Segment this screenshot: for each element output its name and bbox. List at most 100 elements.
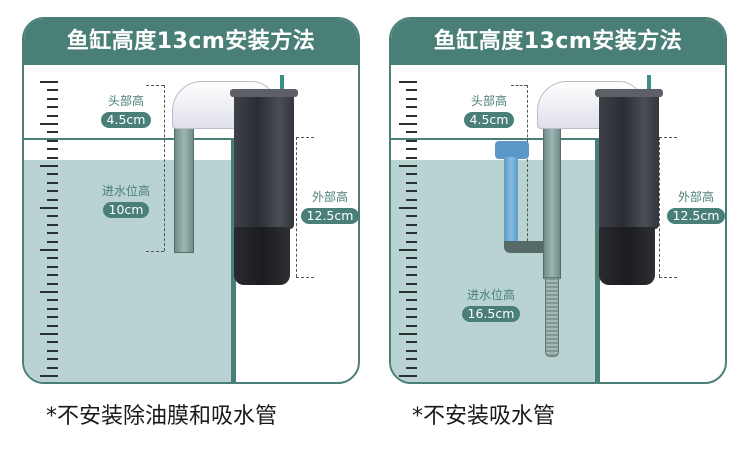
ruler-scale — [36, 81, 58, 381]
ruler-tick — [406, 307, 417, 310]
tank-water-line — [391, 138, 599, 140]
ruler-tick — [406, 114, 417, 117]
intake-pipe-icon — [174, 119, 194, 253]
tank-wall — [231, 138, 236, 382]
ruler-tick — [47, 148, 58, 151]
surface-skimmer-head-icon — [495, 141, 529, 159]
ruler-tick — [47, 316, 58, 319]
outlet-nozzle-icon — [280, 75, 284, 89]
ruler-tick — [406, 156, 417, 159]
ruler-tick — [40, 333, 58, 335]
outer-height-title: 外部高 — [677, 190, 714, 204]
ruler-tick — [406, 349, 417, 352]
ruler-tick — [406, 274, 417, 277]
ruler-scale — [395, 81, 417, 381]
ruler-tick — [406, 131, 417, 134]
outlet-nozzle-icon — [647, 75, 651, 89]
ruler-tick — [47, 282, 58, 285]
ruler-tick — [40, 207, 58, 209]
ruler-tick — [406, 97, 417, 100]
ruler-tick — [47, 307, 58, 310]
dimension-line — [296, 277, 314, 278]
ruler-tick — [47, 265, 58, 268]
head-height-value: 4.5cm — [100, 112, 152, 128]
ruler-tick — [47, 232, 58, 235]
dimension-line — [527, 85, 528, 251]
ruler-tick — [47, 198, 58, 201]
ruler-tick — [406, 366, 417, 369]
ruler-tick — [47, 131, 58, 134]
intake-height-label: 进水位高 16.5cm — [453, 287, 529, 322]
ruler-tick — [399, 249, 417, 251]
ruler-tick — [47, 215, 58, 218]
ruler-tick — [406, 240, 417, 243]
installation-panel-right: 鱼缸高度13cm安装方法 头部高 4.5cm 进水位高 16.5cm 外部高 1… — [389, 17, 727, 384]
intake-height-value: 10cm — [102, 202, 150, 218]
ruler-tick — [406, 282, 417, 285]
ruler-tick — [406, 198, 417, 201]
tank-water-line — [24, 138, 234, 140]
ruler-tick — [399, 207, 417, 209]
dimension-line — [659, 277, 677, 278]
ruler-tick — [47, 114, 58, 117]
ruler-tick — [406, 232, 417, 235]
installation-panel-left: 鱼缸高度13cm安装方法 头部高 4.5cm 进水位高 10cm 外部高 12.… — [22, 17, 360, 384]
filter-lid-icon — [595, 89, 663, 97]
ruler-tick — [406, 190, 417, 193]
ruler-tick — [406, 358, 417, 361]
dimension-line — [296, 137, 314, 138]
ruler-tick — [406, 139, 417, 142]
ruler-tick — [406, 316, 417, 319]
ruler-tick — [47, 341, 58, 344]
ruler-tick — [406, 341, 417, 344]
dimension-line — [659, 137, 677, 138]
ruler-tick — [399, 165, 417, 167]
filter-base-icon — [599, 227, 655, 285]
head-height-label: 头部高 4.5cm — [459, 93, 519, 128]
ruler-tick — [406, 106, 417, 109]
filter-lid-icon — [230, 89, 298, 97]
ruler-tick — [47, 274, 58, 277]
surface-skimmer-pipe-icon — [504, 157, 518, 243]
tank-wall — [595, 138, 600, 382]
intake-height-title: 进水位高 — [101, 184, 150, 198]
ruler-tick — [399, 291, 417, 293]
ruler-tick — [40, 123, 58, 125]
tank-water — [24, 160, 231, 382]
ruler-tick — [47, 257, 58, 260]
ruler-tick — [399, 375, 417, 377]
filter-body-icon — [234, 97, 294, 229]
ruler-tick — [47, 97, 58, 100]
dimension-line — [296, 137, 297, 277]
ruler-tick — [47, 358, 58, 361]
outer-height-value: 12.5cm — [666, 208, 725, 224]
panel-title: 鱼缸高度13cm安装方法 — [24, 19, 358, 65]
caption-left: *不安装除油膜和吸水管 — [46, 404, 278, 429]
outer-height-value: 12.5cm — [300, 208, 358, 224]
ruler-tick — [47, 139, 58, 142]
ruler-tick — [406, 173, 417, 176]
ruler-tick — [40, 249, 58, 251]
intake-pipe-icon — [543, 119, 561, 279]
dimension-line — [511, 85, 527, 86]
head-height-value: 4.5cm — [463, 112, 515, 128]
filter-base-icon — [234, 227, 290, 285]
outer-height-label: 外部高 12.5cm — [300, 189, 358, 224]
head-height-title: 头部高 — [107, 94, 144, 108]
head-height-label: 头部高 4.5cm — [96, 93, 156, 128]
dimension-line — [659, 137, 660, 277]
ruler-tick — [40, 165, 58, 167]
ruler-tick — [406, 148, 417, 151]
ruler-tick — [47, 156, 58, 159]
ruler-tick — [399, 333, 417, 335]
ruler-tick — [47, 181, 58, 184]
ruler-tick — [47, 240, 58, 243]
ruler-tick — [406, 324, 417, 327]
ruler-tick — [40, 375, 58, 377]
dimension-line — [164, 85, 165, 251]
ruler-tick — [47, 173, 58, 176]
ruler-tick — [47, 190, 58, 193]
intake-height-label: 进水位高 10cm — [90, 183, 162, 218]
ruler-tick — [406, 265, 417, 268]
ruler-tick — [399, 123, 417, 125]
